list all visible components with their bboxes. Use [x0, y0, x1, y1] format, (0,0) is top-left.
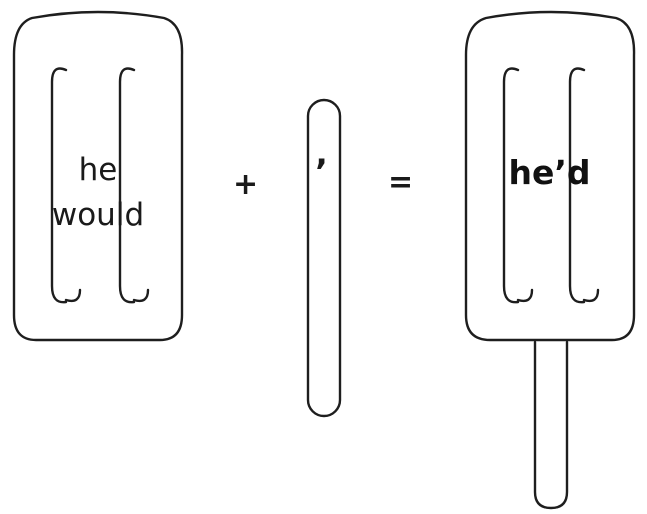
right-popsicle-groove-2b: [582, 288, 600, 303]
right-popsicle-groove-1b: [516, 288, 534, 303]
right-popsicle-groove-2: [568, 67, 586, 304]
apostrophe-mark: ’: [315, 152, 328, 192]
left-popsicle-groove-1b: [64, 288, 82, 303]
left-popsicle-body: [12, 10, 184, 342]
left-popsicle-groove-2b: [132, 288, 150, 303]
right-popsicle-body: [464, 10, 636, 342]
left-popsicle-groove-1: [50, 67, 68, 304]
right-popsicle-groove-1: [502, 67, 520, 304]
equals-sign: =: [388, 165, 414, 200]
left-popsicle-groove-2: [118, 67, 136, 304]
right-popsicle-stick: [533, 340, 569, 510]
plus-sign: +: [233, 167, 259, 202]
contraction-result: he’d: [508, 153, 591, 192]
middle-stick: [306, 98, 342, 418]
